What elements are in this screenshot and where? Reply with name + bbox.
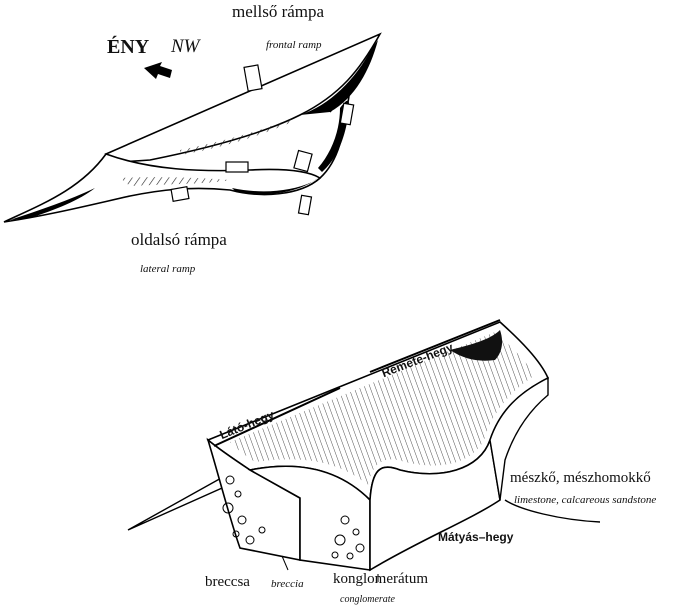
conglomerate-label-en: conglomerate [340, 595, 395, 605]
nw-arrow-icon [144, 62, 172, 79]
direction-label-en: NW [171, 37, 200, 56]
conglomerate-label-hu: konglomerátum [333, 572, 428, 587]
limestone-label-en: limestone, calcareous sandstone [514, 495, 656, 506]
breccia-label-en: breccia [271, 579, 304, 590]
breccia-label-hu: breccsa [205, 575, 250, 590]
frontal-ramp-label-en: frontal ramp [266, 40, 322, 51]
direction-label-hu: ÉNY [107, 37, 149, 57]
slip-marker [226, 162, 248, 172]
matyas-hegy-label: Mátyás–hegy [438, 531, 513, 543]
slip-marker [244, 65, 262, 91]
slip-marker [171, 187, 189, 202]
slip-marker [299, 195, 312, 214]
slip-marker [294, 150, 312, 171]
lateral-ramp-surface [4, 154, 320, 222]
limestone-label-hu: mészkő, mészhomokkő [510, 471, 651, 486]
block-diagram [128, 320, 600, 582]
lateral-ramp-label-en: lateral ramp [140, 264, 195, 275]
ramp-diagram [4, 34, 380, 222]
frontal-ramp-label-hu: mellső rámpa [232, 3, 324, 20]
lateral-ramp-label-hu: oldalsó rámpa [131, 231, 227, 248]
